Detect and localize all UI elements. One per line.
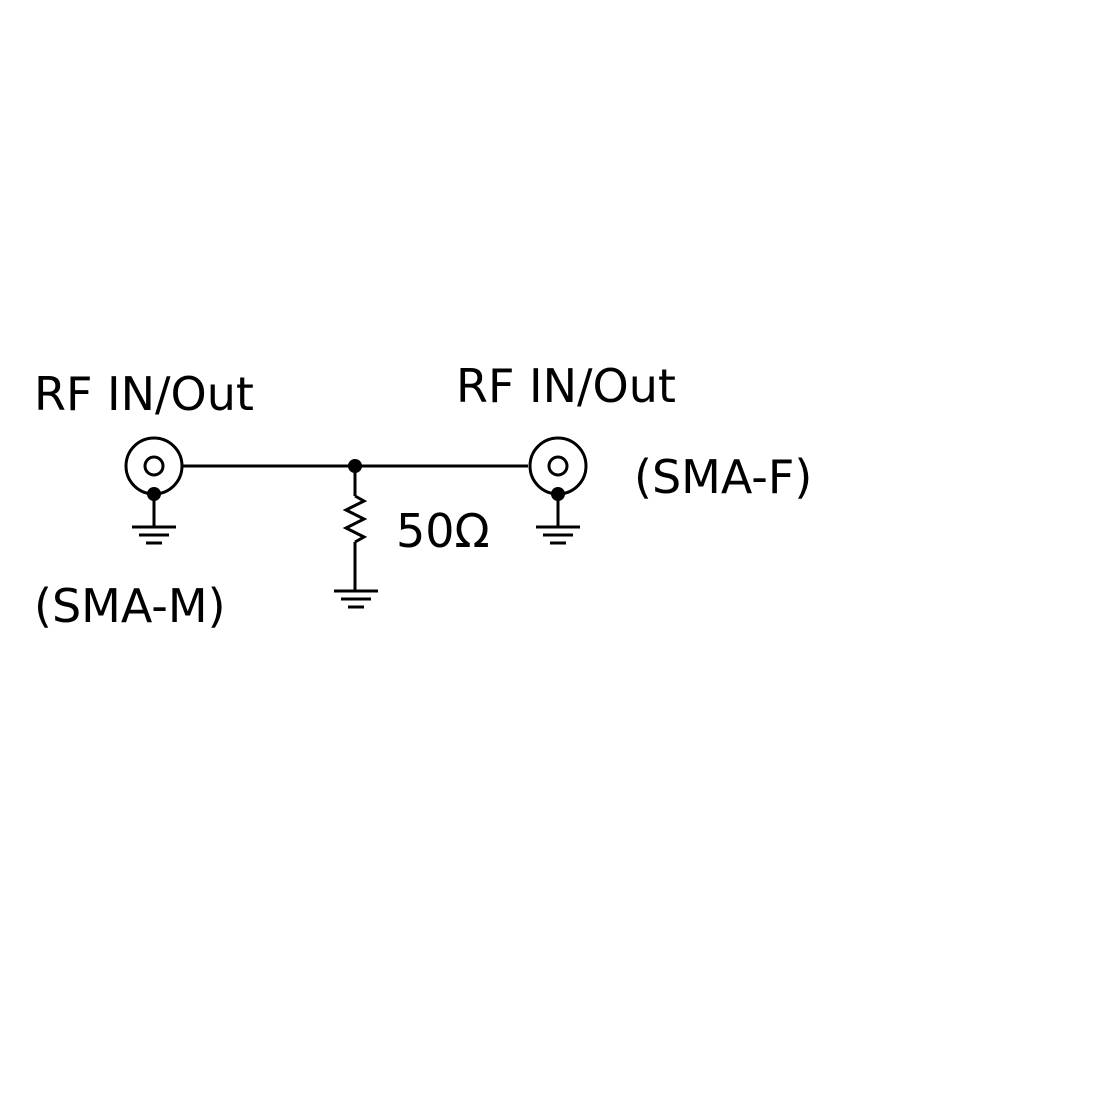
left-ground-icon bbox=[132, 525, 176, 545]
shunt-resistor-branch bbox=[334, 459, 378, 609]
right-connector-center-pin bbox=[547, 455, 569, 477]
right-ground-icon bbox=[536, 525, 580, 545]
left-connector-label: RF IN/Out bbox=[34, 367, 254, 421]
right-connector-outer-ring bbox=[528, 436, 588, 496]
right-sma-connector bbox=[528, 436, 588, 545]
resistor-value-label: 50Ω bbox=[396, 504, 490, 558]
resistor-zigzag-icon bbox=[342, 494, 368, 544]
right-connector-label: RF IN/Out bbox=[456, 359, 676, 413]
left-connector-outer-ring bbox=[124, 436, 184, 496]
left-connector-center-pin bbox=[143, 455, 165, 477]
left-connector-type: (SMA-M) bbox=[34, 579, 226, 633]
right-connector-type: (SMA-F) bbox=[634, 450, 812, 504]
resistor-ground-icon bbox=[334, 589, 378, 609]
left-sma-connector bbox=[124, 436, 184, 545]
